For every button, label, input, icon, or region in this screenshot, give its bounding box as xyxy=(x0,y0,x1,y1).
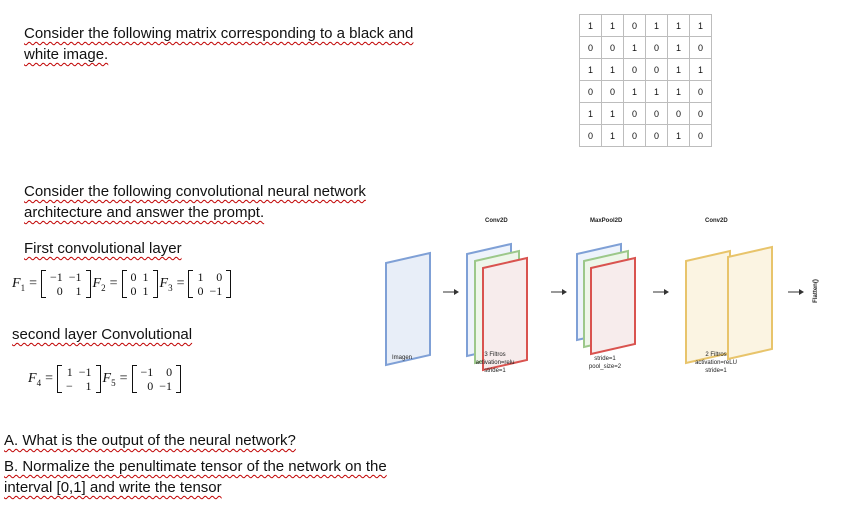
arrow-icon xyxy=(443,289,459,295)
question-a: A. What is the output of the neural netw… xyxy=(4,432,296,449)
conv1-filter-red xyxy=(482,256,528,372)
conv2-filter-2 xyxy=(727,245,773,361)
architecture-intro: Consider the following convolutional neu… xyxy=(24,181,366,223)
cnn-diagram xyxy=(385,242,804,372)
arrow-icon xyxy=(653,289,669,295)
flatten-label: Flatten() xyxy=(812,279,819,303)
conv1-title: Conv2D xyxy=(485,218,508,224)
first-layer-heading: First convolutional layer xyxy=(24,240,182,257)
maxpool-title: MaxPool2D xyxy=(590,218,623,224)
filter-f4-label: F4 xyxy=(28,370,42,388)
question-b-line-2: interval [0,1] and write the tensor xyxy=(4,479,222,496)
intro-line-2: white image. xyxy=(24,46,109,63)
second-layer-heading: second layer Convolutional xyxy=(12,326,193,343)
filter-f5-label: F5 xyxy=(102,370,116,388)
question-b: B. Normalize the penultimate tensor of t… xyxy=(4,456,387,498)
conv2-params: 2 Filtros activation=reLU stride=1 xyxy=(695,352,737,374)
conv2-filter-1 xyxy=(685,249,731,365)
arrow-icon xyxy=(788,289,804,295)
question-b-line-1: B. Normalize the penultimate tensor of t… xyxy=(4,458,387,475)
filter-f3-label: F3 xyxy=(159,275,173,293)
arch-line-2: architecture and answer the prompt. xyxy=(24,204,265,221)
input-image-panel xyxy=(385,251,431,367)
conv1-params: 3 Filtros activation=relu stride=1 xyxy=(475,352,515,374)
pool-map-red xyxy=(590,256,636,356)
pool-params: stride=1 pool_size=2 xyxy=(588,356,622,370)
intro-text: Consider the following matrix correspond… xyxy=(24,23,413,65)
filter-f4-matrix: 1−1 −1 xyxy=(56,365,101,393)
filter-f1-label: F1 xyxy=(12,275,26,293)
input-label: Imagen xyxy=(392,355,413,361)
arch-line-1: Consider the following convolutional neu… xyxy=(24,183,366,200)
intro-line-1: Consider the following matrix correspond… xyxy=(24,25,414,42)
conv2-title: Conv2D xyxy=(705,218,728,224)
filter-f2-label: F2 xyxy=(92,275,106,293)
arrow-icon xyxy=(551,289,567,295)
